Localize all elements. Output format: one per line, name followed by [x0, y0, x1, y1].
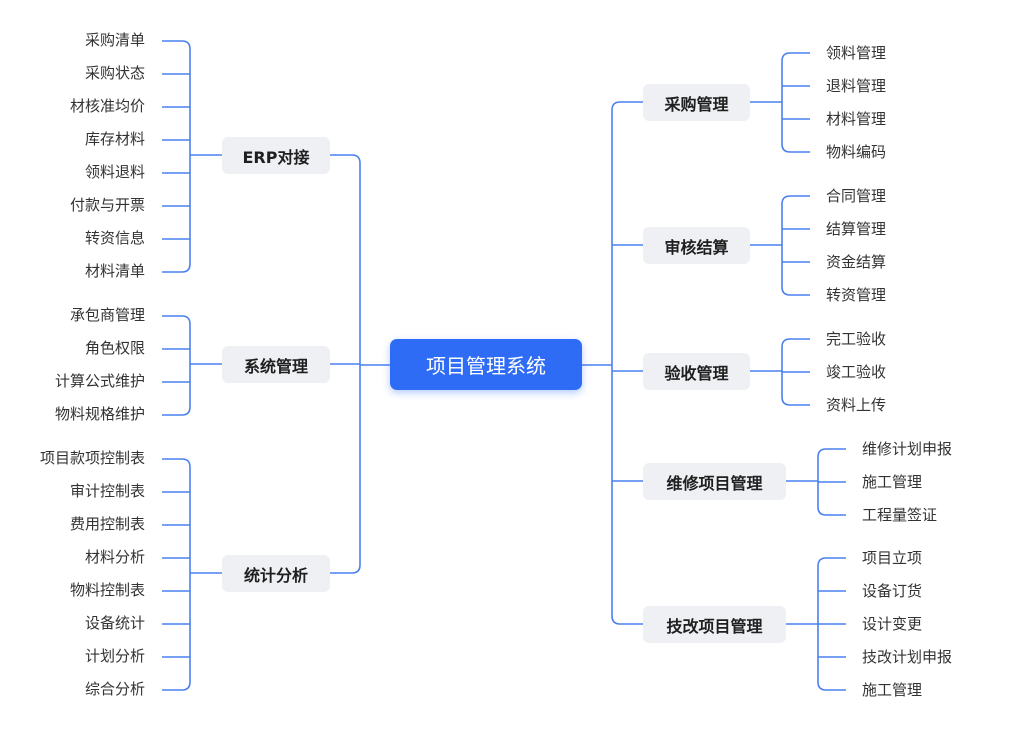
branch-system-management[interactable]: 系统管理: [222, 346, 330, 383]
connector-line: [162, 315, 191, 325]
leaf-item[interactable]: 施工管理: [862, 473, 923, 491]
leaf-item[interactable]: 合同管理: [826, 187, 887, 205]
branch-audit-settlement[interactable]: 审核结算: [643, 227, 750, 264]
leaf-item[interactable]: 物料控制表: [69, 581, 145, 599]
connector-line: [781, 52, 810, 62]
leaf-item[interactable]: 设备订货: [862, 582, 923, 600]
connector-line: [162, 458, 191, 468]
leaf-item[interactable]: 采购清单: [84, 31, 145, 49]
leaf-item[interactable]: 竣工验收: [826, 363, 887, 381]
leaf-item[interactable]: 计算公式维护: [54, 372, 145, 390]
leaf-item[interactable]: 资料上传: [826, 396, 887, 414]
connector-line: [817, 557, 846, 567]
branch-erp[interactable]: ERP对接: [222, 137, 330, 174]
leaf-item[interactable]: 资金结算: [826, 253, 887, 271]
leaf-item[interactable]: 材料管理: [826, 110, 887, 128]
branch-procurement[interactable]: 采购管理: [643, 84, 750, 121]
root-node[interactable]: 项目管理系统: [390, 339, 582, 390]
leaf-item[interactable]: 完工验收: [826, 330, 887, 348]
connector-line: [162, 40, 191, 50]
connector-line: [817, 681, 846, 691]
leaf-item[interactable]: 结算管理: [826, 220, 887, 238]
connector-line: [611, 101, 643, 111]
leaf-item[interactable]: 综合分析: [84, 680, 145, 698]
connector-line: [781, 396, 810, 406]
leaf-item[interactable]: 物料编码: [826, 143, 887, 161]
connector-line: [817, 448, 846, 458]
leaf-item[interactable]: 施工管理: [862, 681, 923, 699]
leaf-item[interactable]: 材料清单: [84, 262, 145, 280]
leaf-item[interactable]: 物料规格维护: [54, 405, 145, 423]
leaf-item[interactable]: 转资信息: [84, 229, 145, 247]
leaf-item[interactable]: 项目立项: [862, 549, 923, 567]
leaf-item[interactable]: 工程量签证: [862, 506, 938, 524]
branch-statistics[interactable]: 统计分析: [222, 555, 330, 592]
leaf-item[interactable]: 项目款项控制表: [39, 449, 145, 467]
connector-line: [162, 406, 191, 416]
branch-acceptance[interactable]: 验收管理: [643, 353, 750, 390]
leaf-item[interactable]: 退料管理: [826, 77, 887, 95]
leaf-item[interactable]: 转资管理: [826, 286, 887, 304]
leaf-item[interactable]: 角色权限: [84, 339, 145, 357]
connector-line: [781, 286, 810, 296]
leaf-item[interactable]: 审计控制表: [69, 482, 145, 500]
connector-line: [330, 564, 361, 574]
leaf-item[interactable]: 材料分析: [84, 548, 145, 566]
branch-renovation-project[interactable]: 技改项目管理: [643, 606, 786, 643]
connector-line: [611, 615, 643, 625]
connector-line: [781, 143, 810, 153]
connector-line: [781, 338, 810, 348]
leaf-item[interactable]: 领料退料: [84, 163, 145, 181]
branch-maintenance-project[interactable]: 维修项目管理: [643, 463, 786, 500]
leaf-item[interactable]: 设计变更: [862, 615, 923, 633]
connector-line: [162, 263, 191, 273]
connector-line: [781, 195, 810, 205]
leaf-item[interactable]: 领料管理: [826, 44, 887, 62]
connector-line: [330, 154, 361, 164]
leaf-item[interactable]: 付款与开票: [69, 196, 145, 214]
leaf-item[interactable]: 计划分析: [84, 647, 145, 665]
connector-line: [817, 506, 846, 516]
leaf-item[interactable]: 费用控制表: [69, 515, 145, 533]
leaf-item[interactable]: 承包商管理: [69, 306, 145, 324]
connector-line: [162, 681, 191, 691]
leaf-item[interactable]: 维修计划申报: [862, 440, 953, 458]
leaf-item[interactable]: 设备统计: [84, 614, 145, 632]
leaf-item[interactable]: 材核准均价: [69, 97, 145, 115]
leaf-item[interactable]: 采购状态: [84, 64, 145, 82]
leaf-item[interactable]: 库存材料: [84, 130, 145, 148]
leaf-item[interactable]: 技改计划申报: [862, 648, 953, 666]
